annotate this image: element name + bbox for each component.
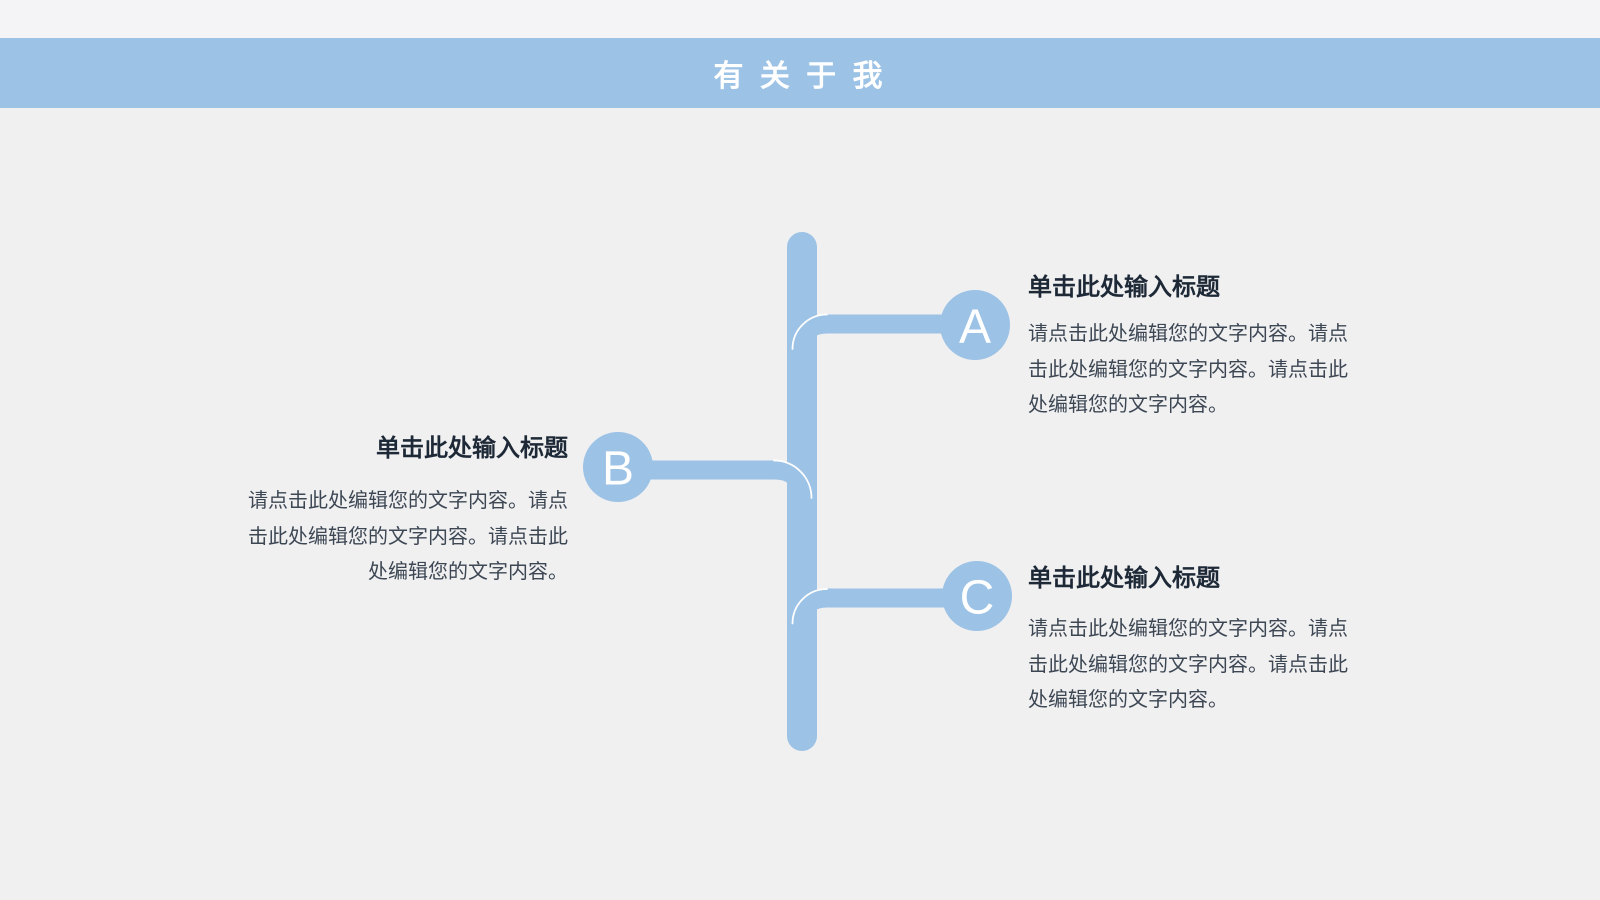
node-circle-c[interactable] bbox=[942, 561, 1012, 631]
node-c-body-line: 处编辑您的文字内容。 bbox=[1028, 689, 1228, 711]
node-circle-a[interactable] bbox=[940, 290, 1010, 360]
text-block-c: 单击此处输入标题 请点击此处编辑您的文字内容。请点 击此处编辑您的文字内容。请点… bbox=[1028, 564, 1358, 719]
slide-header: 有 关 于 我 bbox=[0, 38, 1600, 108]
node-a-body[interactable]: 请点击此处编辑您的文字内容。请点 击此处编辑您的文字内容。请点击此 处编辑您的文… bbox=[1028, 317, 1358, 424]
node-c-body-line: 击此处编辑您的文字内容。请点击此 bbox=[1028, 653, 1348, 676]
text-block-a: 单击此处输入标题 请点击此处编辑您的文字内容。请点 击此处编辑您的文字内容。请点… bbox=[1028, 273, 1358, 424]
node-a-title[interactable]: 单击此处输入标题 bbox=[1028, 274, 1220, 301]
node-c-body-line: 请点击此处编辑您的文字内容。请点 bbox=[1028, 618, 1348, 640]
text-block-b: 单击此处输入标题 请点击此处编辑您的文字内容。请点 击此处编辑您的文字内容。请点… bbox=[228, 434, 568, 591]
page-title[interactable]: 有 关 于 我 bbox=[713, 60, 887, 93]
branch-a bbox=[792, 314, 962, 378]
node-b-body-line: 请点击此处编辑您的文字内容。请点 bbox=[248, 490, 568, 512]
node-circle-b[interactable] bbox=[583, 432, 653, 502]
branch-a-outline bbox=[791, 313, 828, 350]
branch-c bbox=[792, 588, 962, 652]
node-c-body[interactable]: 请点击此处编辑您的文字内容。请点 击此处编辑您的文字内容。请点击此 处编辑您的文… bbox=[1028, 612, 1358, 719]
node-a-body-line: 击此处编辑您的文字内容。请点击此 bbox=[1028, 358, 1348, 381]
branch-b bbox=[632, 460, 812, 522]
branch-c-outline bbox=[791, 588, 828, 625]
node-a-body-line: 请点击此处编辑您的文字内容。请点 bbox=[1028, 323, 1348, 345]
node-b-body[interactable]: 请点击此处编辑您的文字内容。请点 击此处编辑您的文字内容。请点击此 处编辑您的文… bbox=[228, 484, 568, 591]
top-strip bbox=[0, 0, 1600, 38]
node-c-title[interactable]: 单击此处输入标题 bbox=[1028, 565, 1220, 592]
node-a-body-line: 处编辑您的文字内容。 bbox=[1028, 394, 1228, 416]
node-b-title[interactable]: 单击此处输入标题 bbox=[376, 435, 568, 462]
branch-b-outline bbox=[773, 459, 813, 499]
node-b-body-line: 处编辑您的文字内容。 bbox=[368, 561, 568, 583]
node-letter-c: C bbox=[960, 572, 995, 625]
node-letter-a: A bbox=[959, 301, 991, 354]
node-b-body-line: 击此处编辑您的文字内容。请点击此 bbox=[248, 525, 568, 548]
node-letter-b: B bbox=[602, 443, 634, 496]
